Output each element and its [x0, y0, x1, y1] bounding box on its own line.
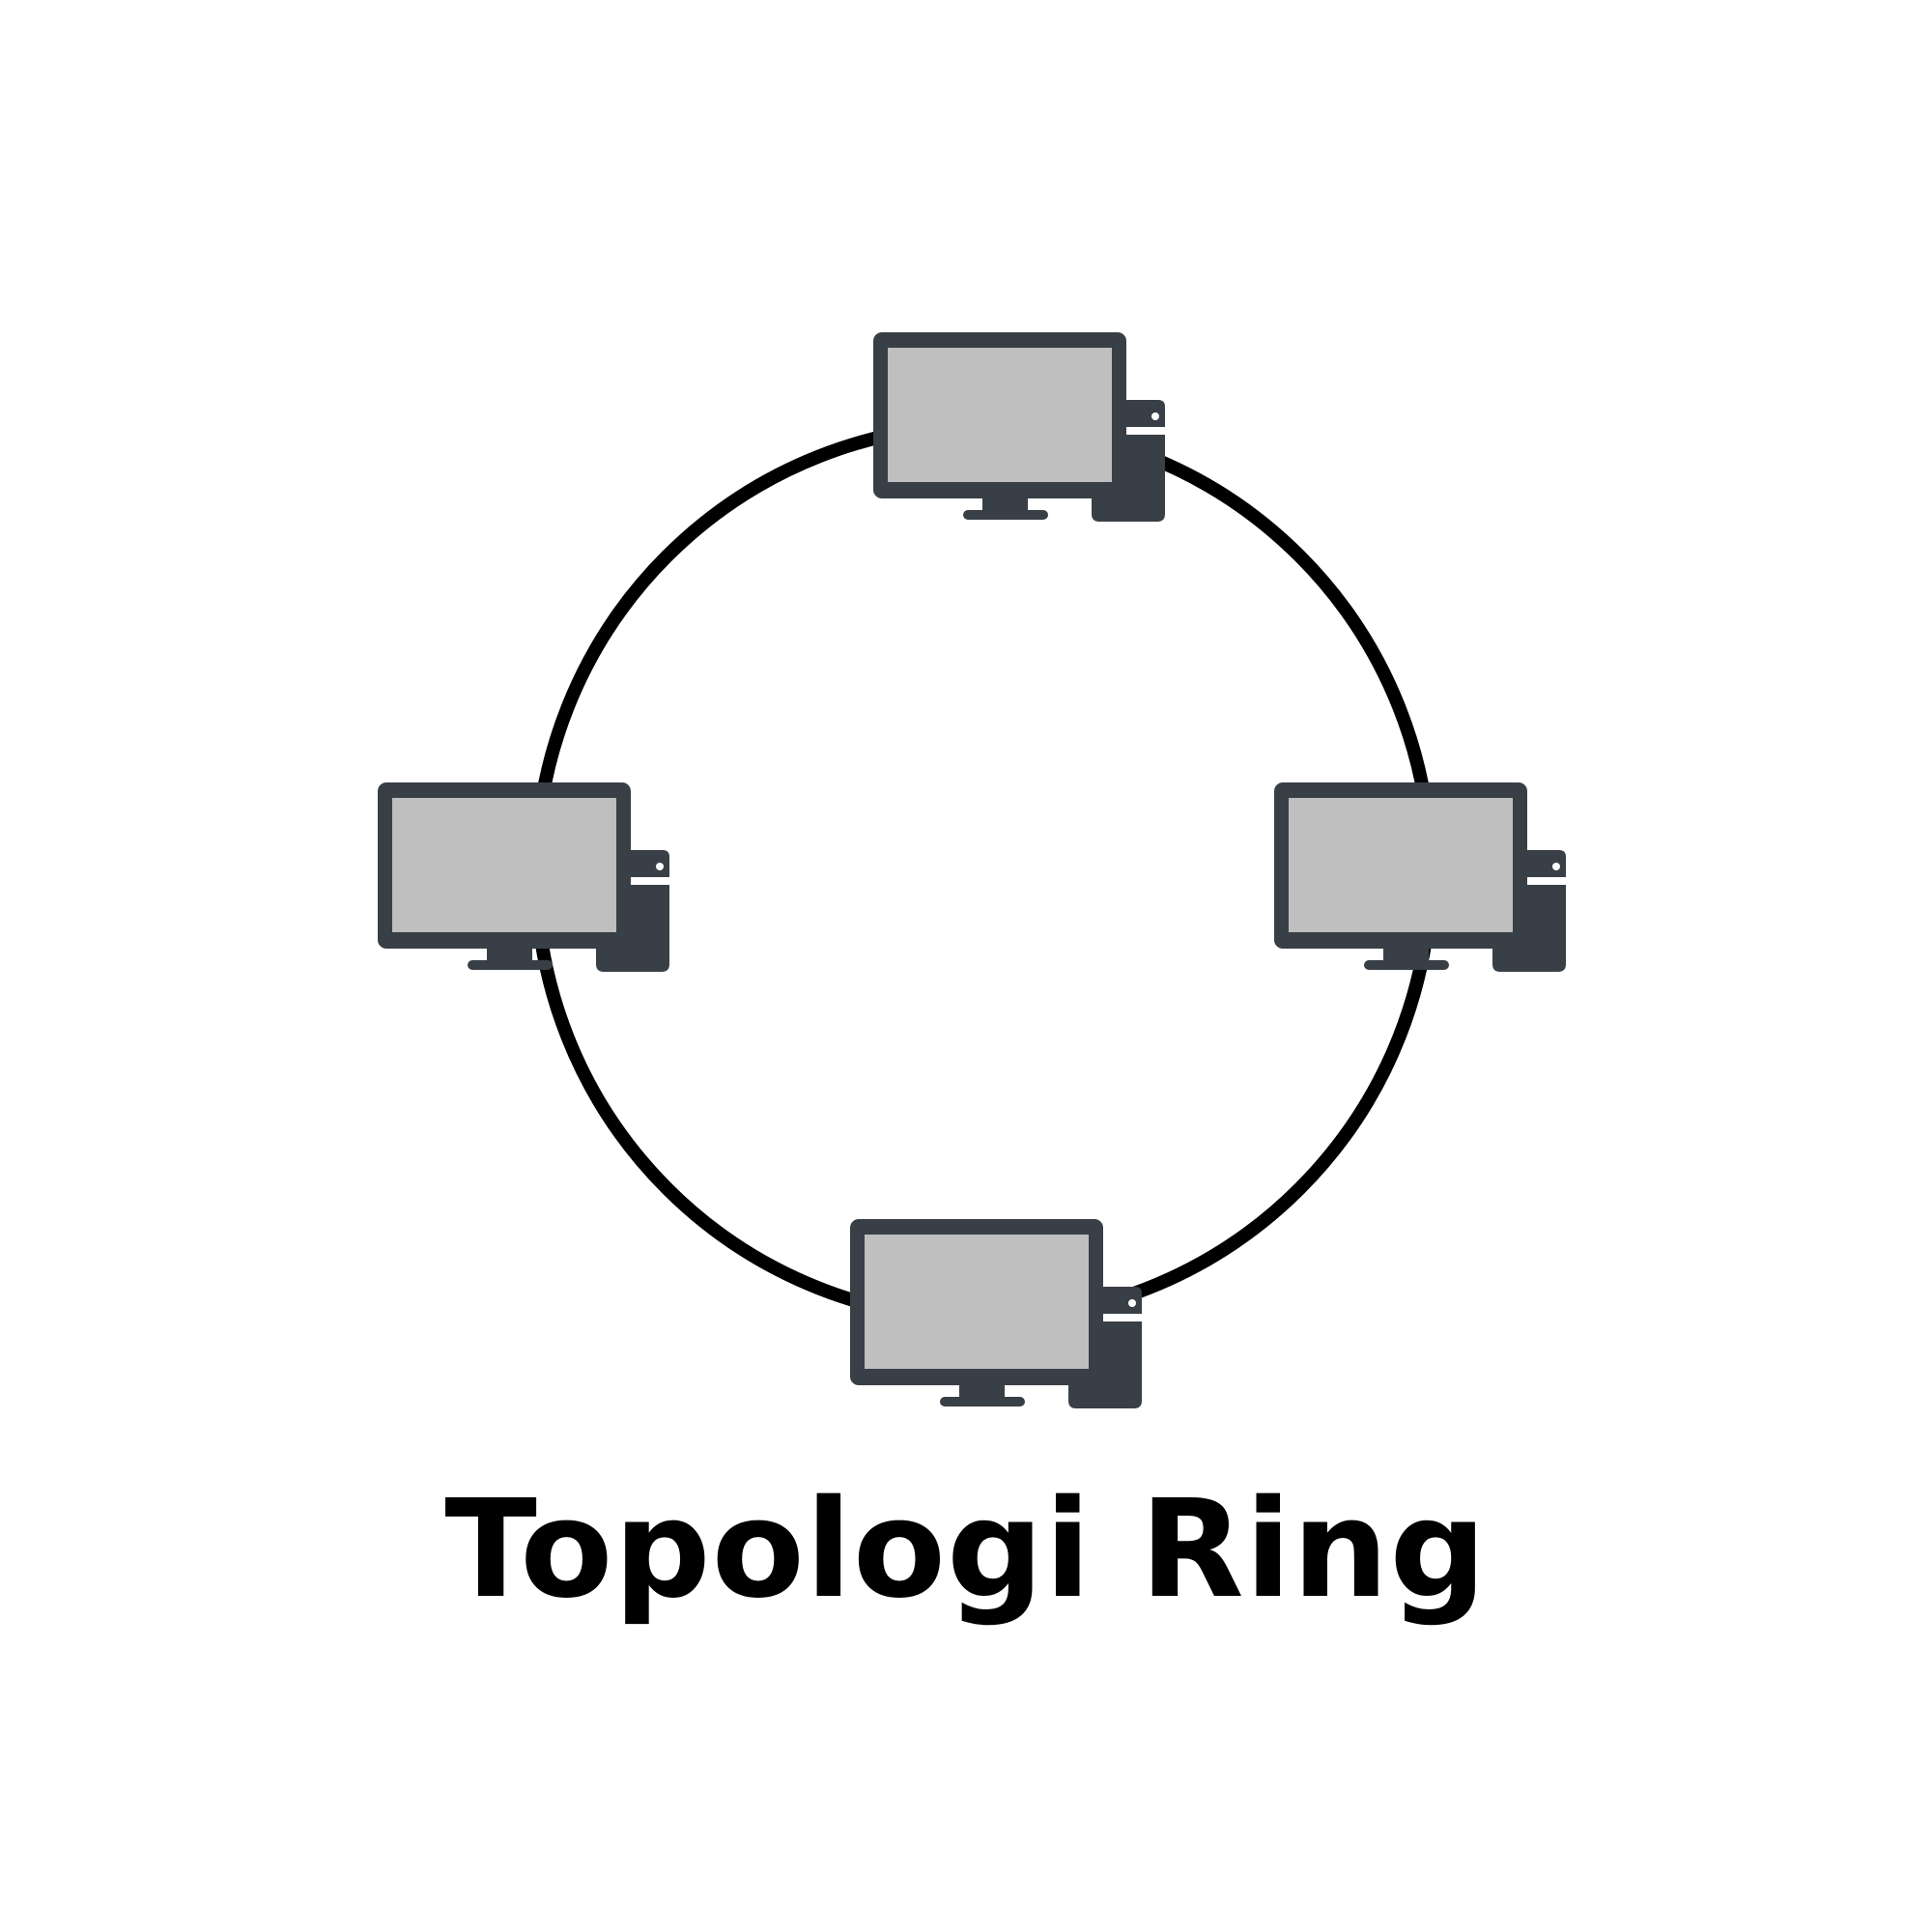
computer-bottom — [850, 1219, 1142, 1408]
computer-top — [873, 332, 1165, 522]
computer-right — [1274, 782, 1566, 972]
computer-left — [378, 782, 669, 972]
diagram-title: Topologi Ring — [444, 1471, 1488, 1629]
